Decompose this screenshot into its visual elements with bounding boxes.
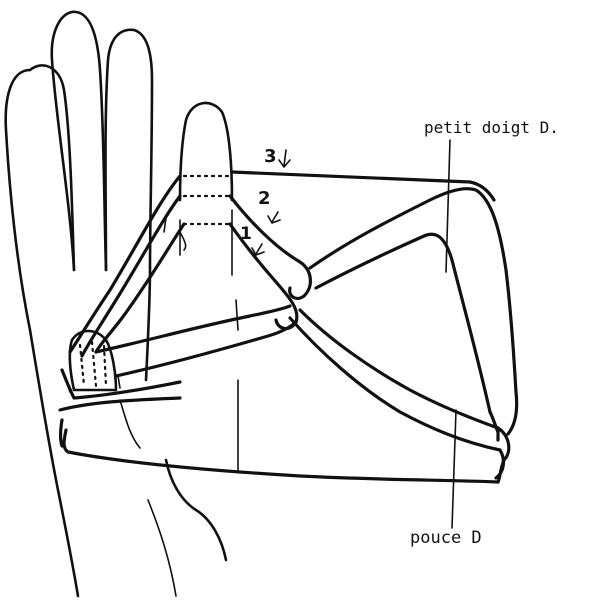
little-finger-label: petit doigt D. [424, 118, 559, 137]
string-1-number: 1 [240, 224, 252, 244]
string-2-number: 2 [258, 188, 271, 209]
string-3-number: 3 [264, 146, 277, 167]
thumb-label: pouce D [410, 528, 482, 548]
index-finger-loops [180, 176, 230, 250]
hand-outline [6, 12, 238, 596]
label-leaders [446, 140, 456, 528]
